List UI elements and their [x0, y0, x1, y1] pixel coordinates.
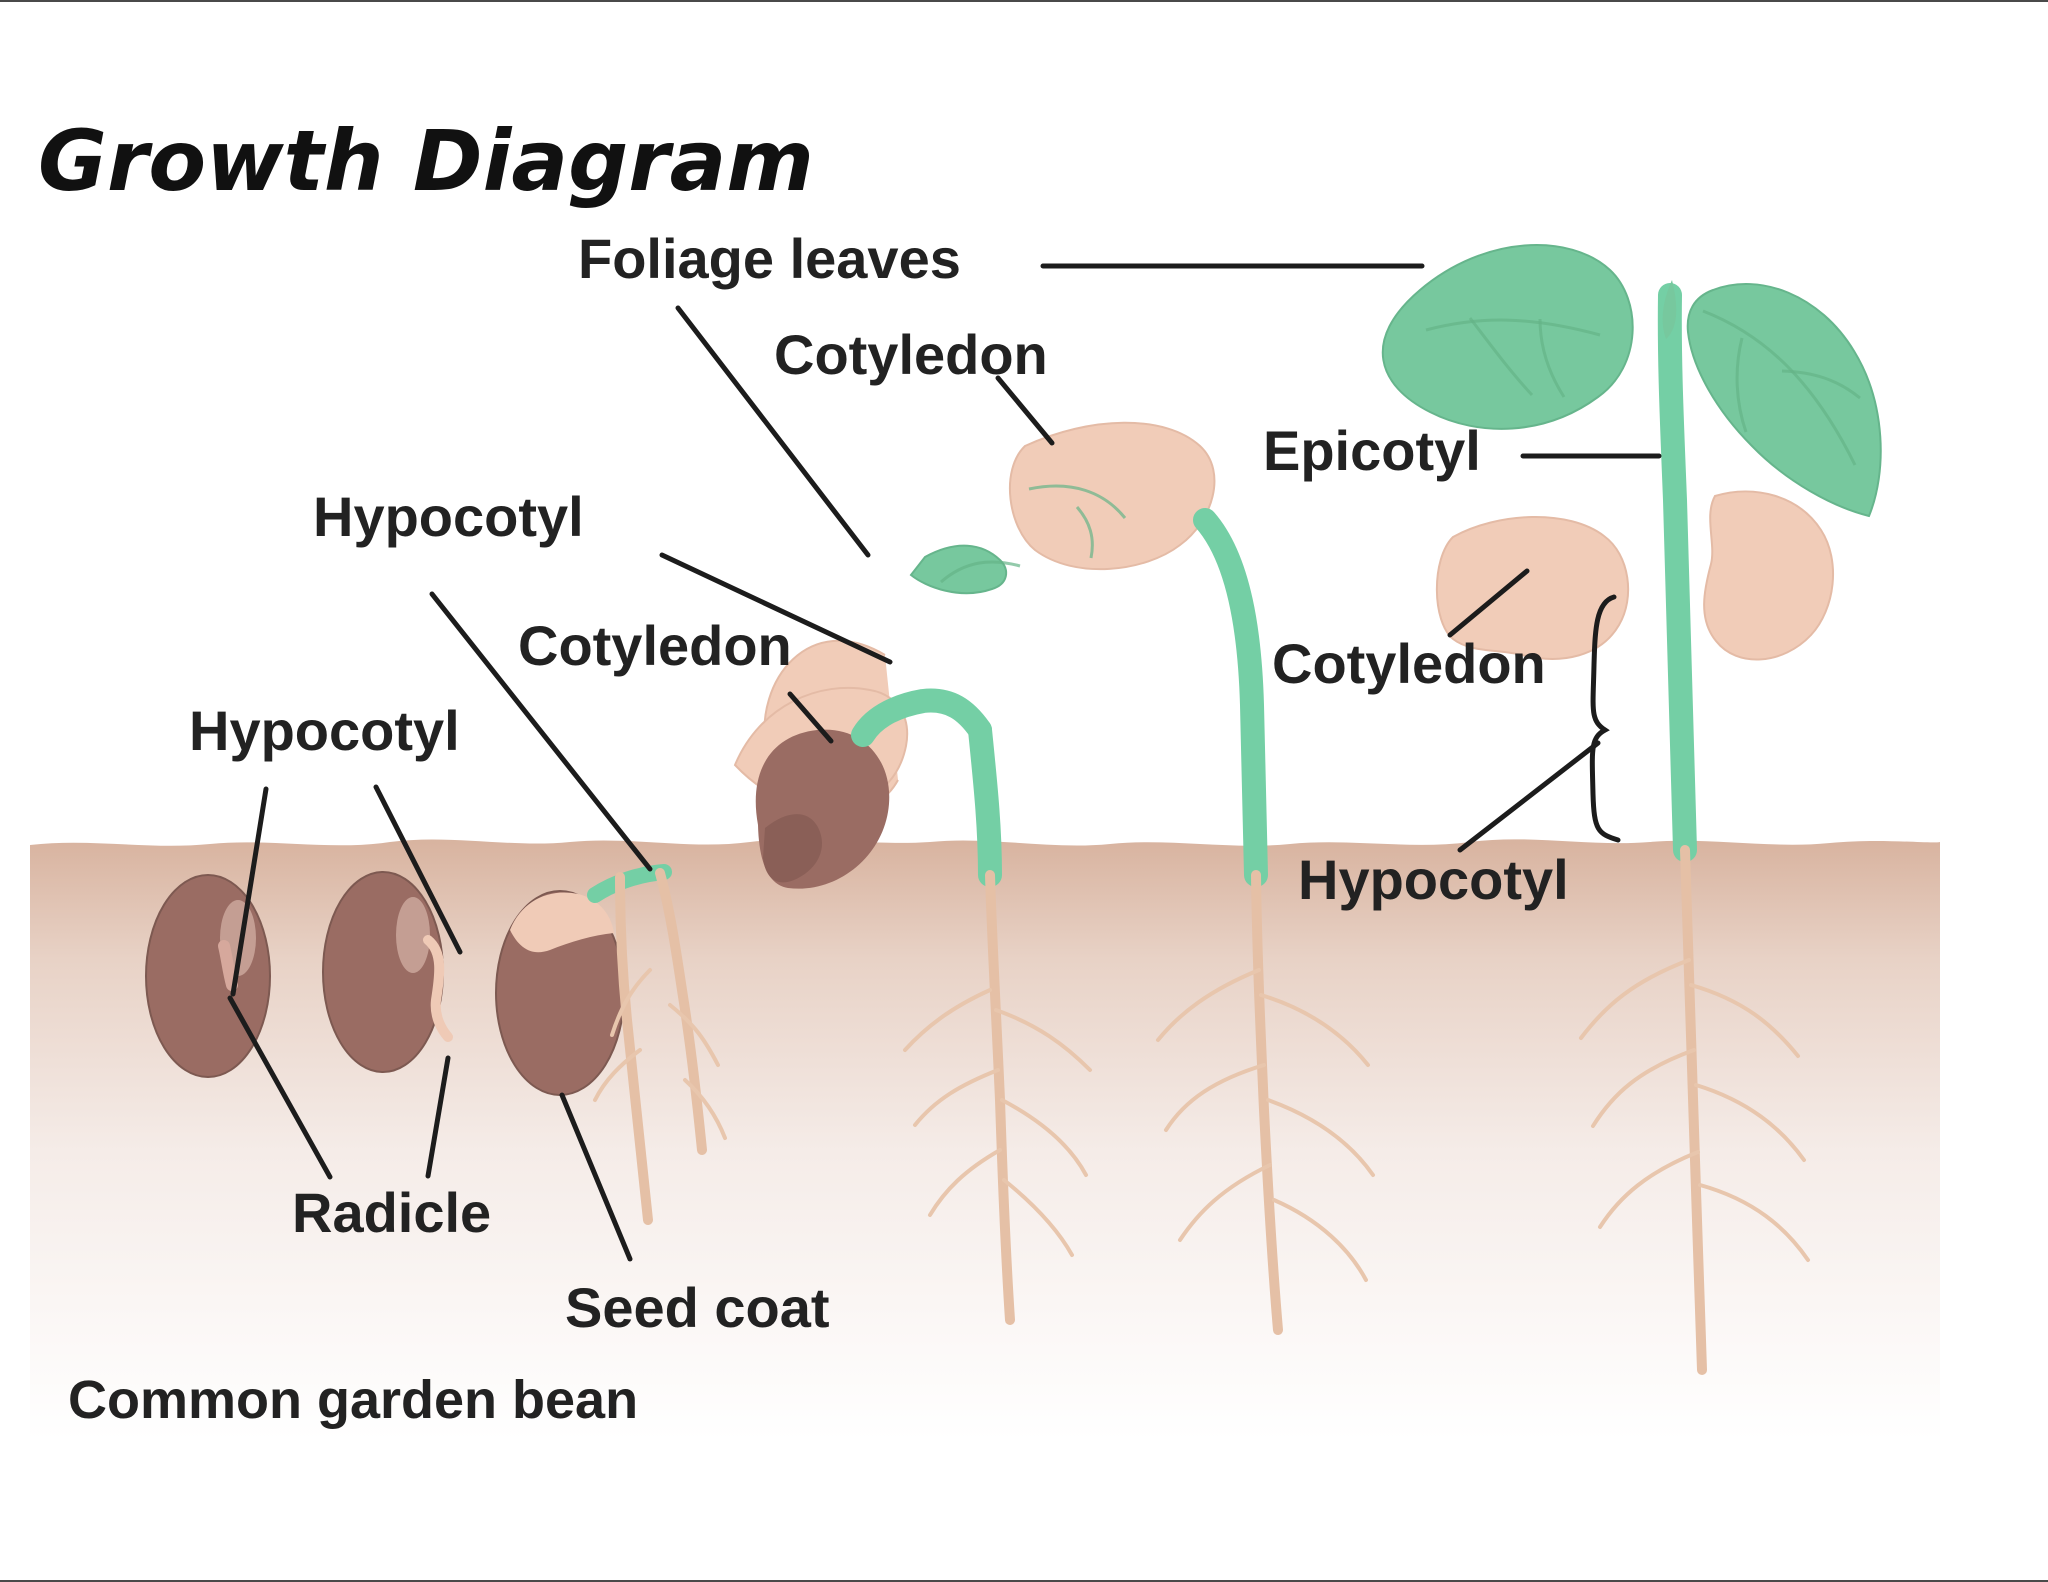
stage-five-folded-leaf-vein — [940, 560, 1021, 584]
stage-five-root — [1251, 870, 1283, 1335]
seed-stage-two — [322, 871, 453, 1073]
radicle-seed-two-leader — [425, 1055, 451, 1179]
label-hypocotyl-left: Hypocotyl — [189, 699, 460, 762]
label-seed-coat: Seed coat — [565, 1276, 830, 1339]
stage-six-root-branch-6 — [1698, 1183, 1810, 1262]
stage-four-root — [985, 870, 1015, 1325]
radicle-emergence-two — [423, 935, 453, 1042]
seed-stage-one — [145, 874, 271, 1078]
leader-lines — [227, 263, 1662, 1262]
seedling-stage-four — [733, 640, 1092, 1325]
cotyledon-top-leader — [995, 375, 1055, 446]
stage-five-root-branch-1 — [1156, 968, 1261, 1042]
hypocotyl-right-leader — [1457, 740, 1601, 853]
stage-six-root-branch-1 — [1579, 958, 1691, 1040]
stage-six-root-branch-3 — [1591, 1048, 1696, 1128]
seed-three-root-branch-1 — [610, 968, 652, 1037]
stage-six-root-branch-5 — [1598, 1150, 1700, 1229]
foliage-leaves-secondary-leader — [675, 305, 871, 558]
diagram-title: Growth Diagram — [38, 112, 814, 210]
hypocotyl-middle-leader — [659, 552, 893, 665]
stage-five-stem — [1193, 508, 1268, 887]
hypocotyl-seed-two-leader — [373, 784, 463, 955]
stage-five-root-branch-4 — [1266, 1098, 1375, 1177]
seed-stage-three — [495, 864, 727, 1225]
seed-two-highlight — [396, 897, 430, 973]
stage-six-right-leaf-vein-main — [1702, 309, 1857, 466]
stage-six-right-leaf-vein-1 — [1735, 337, 1748, 433]
label-cotyledon-right: Cotyledon — [1272, 632, 1546, 695]
growth-diagram-illustration: Growth Diagram — [30, 112, 1940, 1440]
label-hypocotyl-right: Hypocotyl — [1298, 848, 1569, 911]
seed-three-opened-cotyledon — [510, 892, 614, 953]
cotyledon-middle-leader — [787, 691, 834, 744]
stage-five-root-branch-2 — [1259, 993, 1370, 1067]
stage-six-cotyledon-right — [1703, 490, 1834, 661]
stage-four-root-branch-5 — [928, 1148, 1002, 1217]
stage-four-root-branch-2 — [994, 1008, 1092, 1072]
stage-four-root-branch-1 — [903, 988, 992, 1052]
stage-four-stem-down — [968, 718, 1002, 887]
seedling-stage-five — [909, 421, 1375, 1335]
radicle-emergence-one — [218, 940, 238, 991]
seed-one — [145, 874, 271, 1078]
stage-four-root-branch-6 — [1002, 1178, 1074, 1257]
hypocotyl-seed-one-leader — [230, 786, 269, 997]
radicle-seed-one-leader — [227, 995, 333, 1180]
label-foliage-leaves: Foliage leaves — [578, 227, 961, 290]
stage-six-cotyledon-left — [1435, 516, 1630, 660]
soil-layer — [30, 839, 1940, 1440]
stage-six-root-branch-2 — [1689, 983, 1800, 1058]
hypocotyl-bracket — [1589, 594, 1621, 843]
stage-five-root-branch-5 — [1178, 1163, 1272, 1242]
stage-five-cotyledon-top — [1008, 421, 1216, 571]
stage-five-cotyledon-vein-2 — [1075, 506, 1094, 559]
stage-six-left-leaf-vein-2 — [1538, 318, 1566, 398]
seed-three-root — [615, 872, 653, 1225]
stage-six-root — [1680, 845, 1707, 1375]
stage-four-hypocotyl — [851, 688, 992, 747]
seed-three-root-secondary — [655, 868, 707, 1155]
seed-coat-leader — [559, 1092, 633, 1262]
caption-common-garden-bean: Common garden bean — [68, 1370, 638, 1430]
stage-six-root-branch-4 — [1694, 1083, 1806, 1162]
seed-two — [322, 871, 444, 1073]
seedling-stage-six — [1381, 244, 1882, 1375]
stage-five-cotyledon-vein-1 — [1028, 484, 1127, 519]
stage-four-root-branch-3 — [913, 1068, 1000, 1127]
growth-diagram-panel: Growth Diagram — [30, 90, 1972, 1440]
stage-six-left-leaf-vein-main — [1425, 318, 1601, 337]
seed-three-root-branch-2 — [668, 1003, 720, 1067]
stage-five-root-branch-3 — [1164, 1063, 1266, 1132]
stage-six-shoot-tip — [1662, 280, 1677, 339]
stage-six-stem — [1657, 283, 1697, 862]
label-epicotyl: Epicotyl — [1263, 419, 1481, 482]
cotyledon-right-leader — [1447, 568, 1530, 638]
stage-six-right-foliage-leaf — [1686, 282, 1882, 518]
stage-four-seed-coat-shadow — [763, 814, 823, 883]
label-radicle: Radicle — [292, 1181, 491, 1244]
stage-six-left-leaf-vein-1 — [1468, 317, 1534, 397]
seed-three-root-branch-4 — [683, 1078, 727, 1140]
stage-six-right-leaf-vein-2 — [1781, 369, 1861, 400]
stage-five-root-branch-6 — [1272, 1198, 1368, 1282]
hypocotyl-left-leader — [429, 591, 653, 872]
label-cotyledon-top: Cotyledon — [774, 323, 1048, 386]
stage-four-root-branch-4 — [1000, 1098, 1088, 1177]
stage-six-left-foliage-leaf — [1381, 244, 1634, 430]
seed-three-root-branch-3 — [593, 1048, 642, 1102]
label-hypocotyl-middle: Hypocotyl — [313, 485, 584, 548]
label-cotyledon-middle: Cotyledon — [518, 614, 792, 677]
